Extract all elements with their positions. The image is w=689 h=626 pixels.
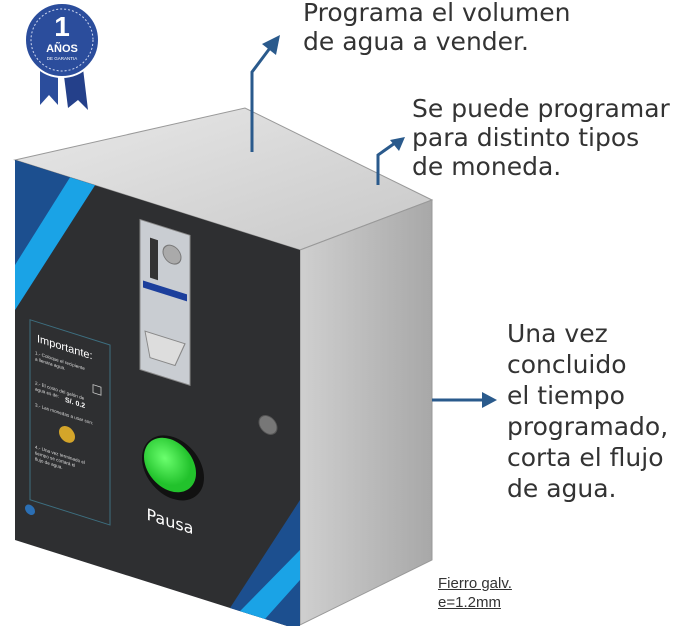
arrowhead-icon bbox=[390, 137, 405, 151]
coin-slot bbox=[150, 237, 158, 281]
arrowhead-icon bbox=[262, 35, 280, 55]
material-note-line2: e=1.2mm bbox=[438, 594, 501, 611]
callout-coins: Se puede programar para distinto tipos d… bbox=[412, 94, 670, 181]
material-note-line1: Fierro galv. bbox=[438, 575, 512, 592]
coin-mechanism bbox=[139, 218, 191, 386]
arrow-volume bbox=[250, 47, 272, 152]
accent-stripe bbox=[15, 177, 95, 310]
callout-arrows bbox=[250, 47, 485, 402]
accent-stripe bbox=[240, 550, 300, 620]
callout-flow: Una vez concluido el tiempo programado, … bbox=[507, 319, 669, 503]
callout-volume: Programa el volumen de agua a vender. bbox=[303, 0, 571, 56]
badge-sublabel: DE GARANTIA bbox=[47, 56, 78, 61]
cabinet-front-face: Importante: 1.- Coloque el recipiente a … bbox=[15, 160, 300, 626]
indicator-knob bbox=[258, 414, 278, 435]
shape bbox=[30, 8, 94, 72]
pause-button[interactable] bbox=[144, 431, 196, 499]
shape bbox=[143, 280, 187, 302]
arrow-coin bbox=[376, 141, 396, 185]
cabinet-side-face bbox=[299, 199, 433, 626]
container-icon bbox=[92, 384, 102, 396]
shape bbox=[162, 244, 182, 265]
arrowhead-icon bbox=[482, 392, 497, 408]
badge-seal bbox=[24, 2, 100, 78]
cabinet-box: Importante: 1.- Coloque el recipiente a … bbox=[13, 107, 434, 626]
shape bbox=[262, 35, 497, 408]
company-logo-icon bbox=[25, 504, 35, 515]
shape bbox=[15, 160, 300, 626]
warranty-badge: 1 AÑOS DE GARANTIA bbox=[24, 2, 100, 110]
badge-label: AÑOS bbox=[46, 42, 78, 55]
badge-number: 1 bbox=[54, 11, 70, 42]
coin-icon bbox=[59, 426, 75, 443]
shape bbox=[29, 319, 111, 526]
coin-return-lever bbox=[144, 330, 186, 367]
